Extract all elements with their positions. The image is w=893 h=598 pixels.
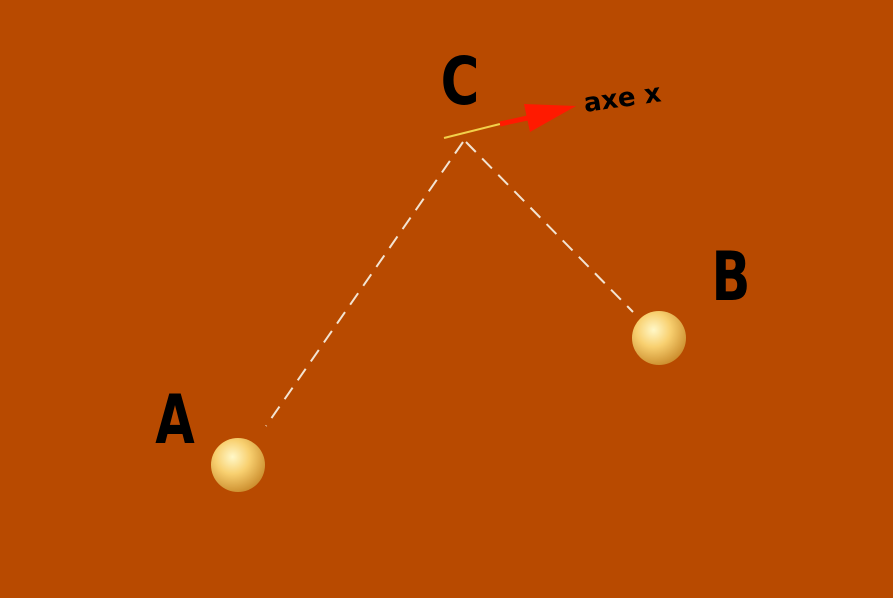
axis-stem — [443, 123, 501, 139]
label-a: A — [155, 381, 195, 460]
label-b: B — [712, 238, 751, 317]
label-c: C — [441, 44, 480, 120]
string-c-a — [265, 141, 464, 427]
ball-b — [632, 311, 686, 365]
axis-arrow-icon — [524, 104, 576, 132]
axis-shaft — [499, 114, 533, 127]
string-c-b — [465, 141, 634, 313]
ball-a — [211, 438, 265, 492]
